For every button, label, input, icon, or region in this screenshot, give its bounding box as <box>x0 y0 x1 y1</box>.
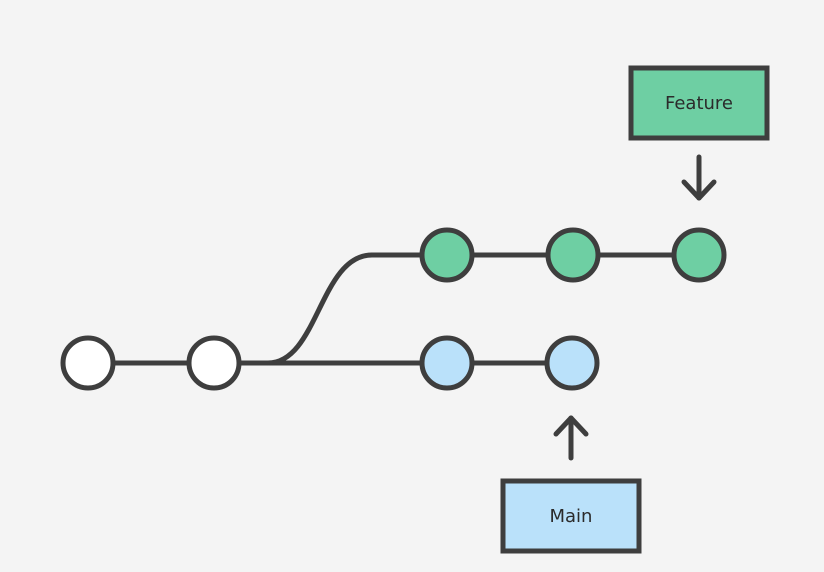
commit-nodes <box>60 227 727 391</box>
feature-label-box[interactable] <box>628 65 770 141</box>
feature-arrow-down-head-icon <box>681 179 717 201</box>
commit-node-feature-2[interactable] <box>545 227 601 283</box>
commit-connector-lines <box>110 252 677 366</box>
commit-node-base-2[interactable] <box>186 335 242 391</box>
commit-node-base-1[interactable] <box>60 335 116 391</box>
feature-branch-label[interactable]: Feature <box>628 65 770 201</box>
commit-node-main-1[interactable] <box>419 335 475 391</box>
main-label-box[interactable] <box>500 478 642 554</box>
main-arrow-up-head-icon <box>553 415 589 437</box>
commit-node-main-2[interactable] <box>544 335 600 391</box>
main-branch-label[interactable]: Main <box>500 415 642 554</box>
connector-branch-curve <box>265 252 375 366</box>
feature-label-text: Feature <box>665 93 733 114</box>
commit-node-feature-1[interactable] <box>419 227 475 283</box>
commit-node-feature-3[interactable] <box>671 227 727 283</box>
main-label-text: Main <box>550 506 593 527</box>
